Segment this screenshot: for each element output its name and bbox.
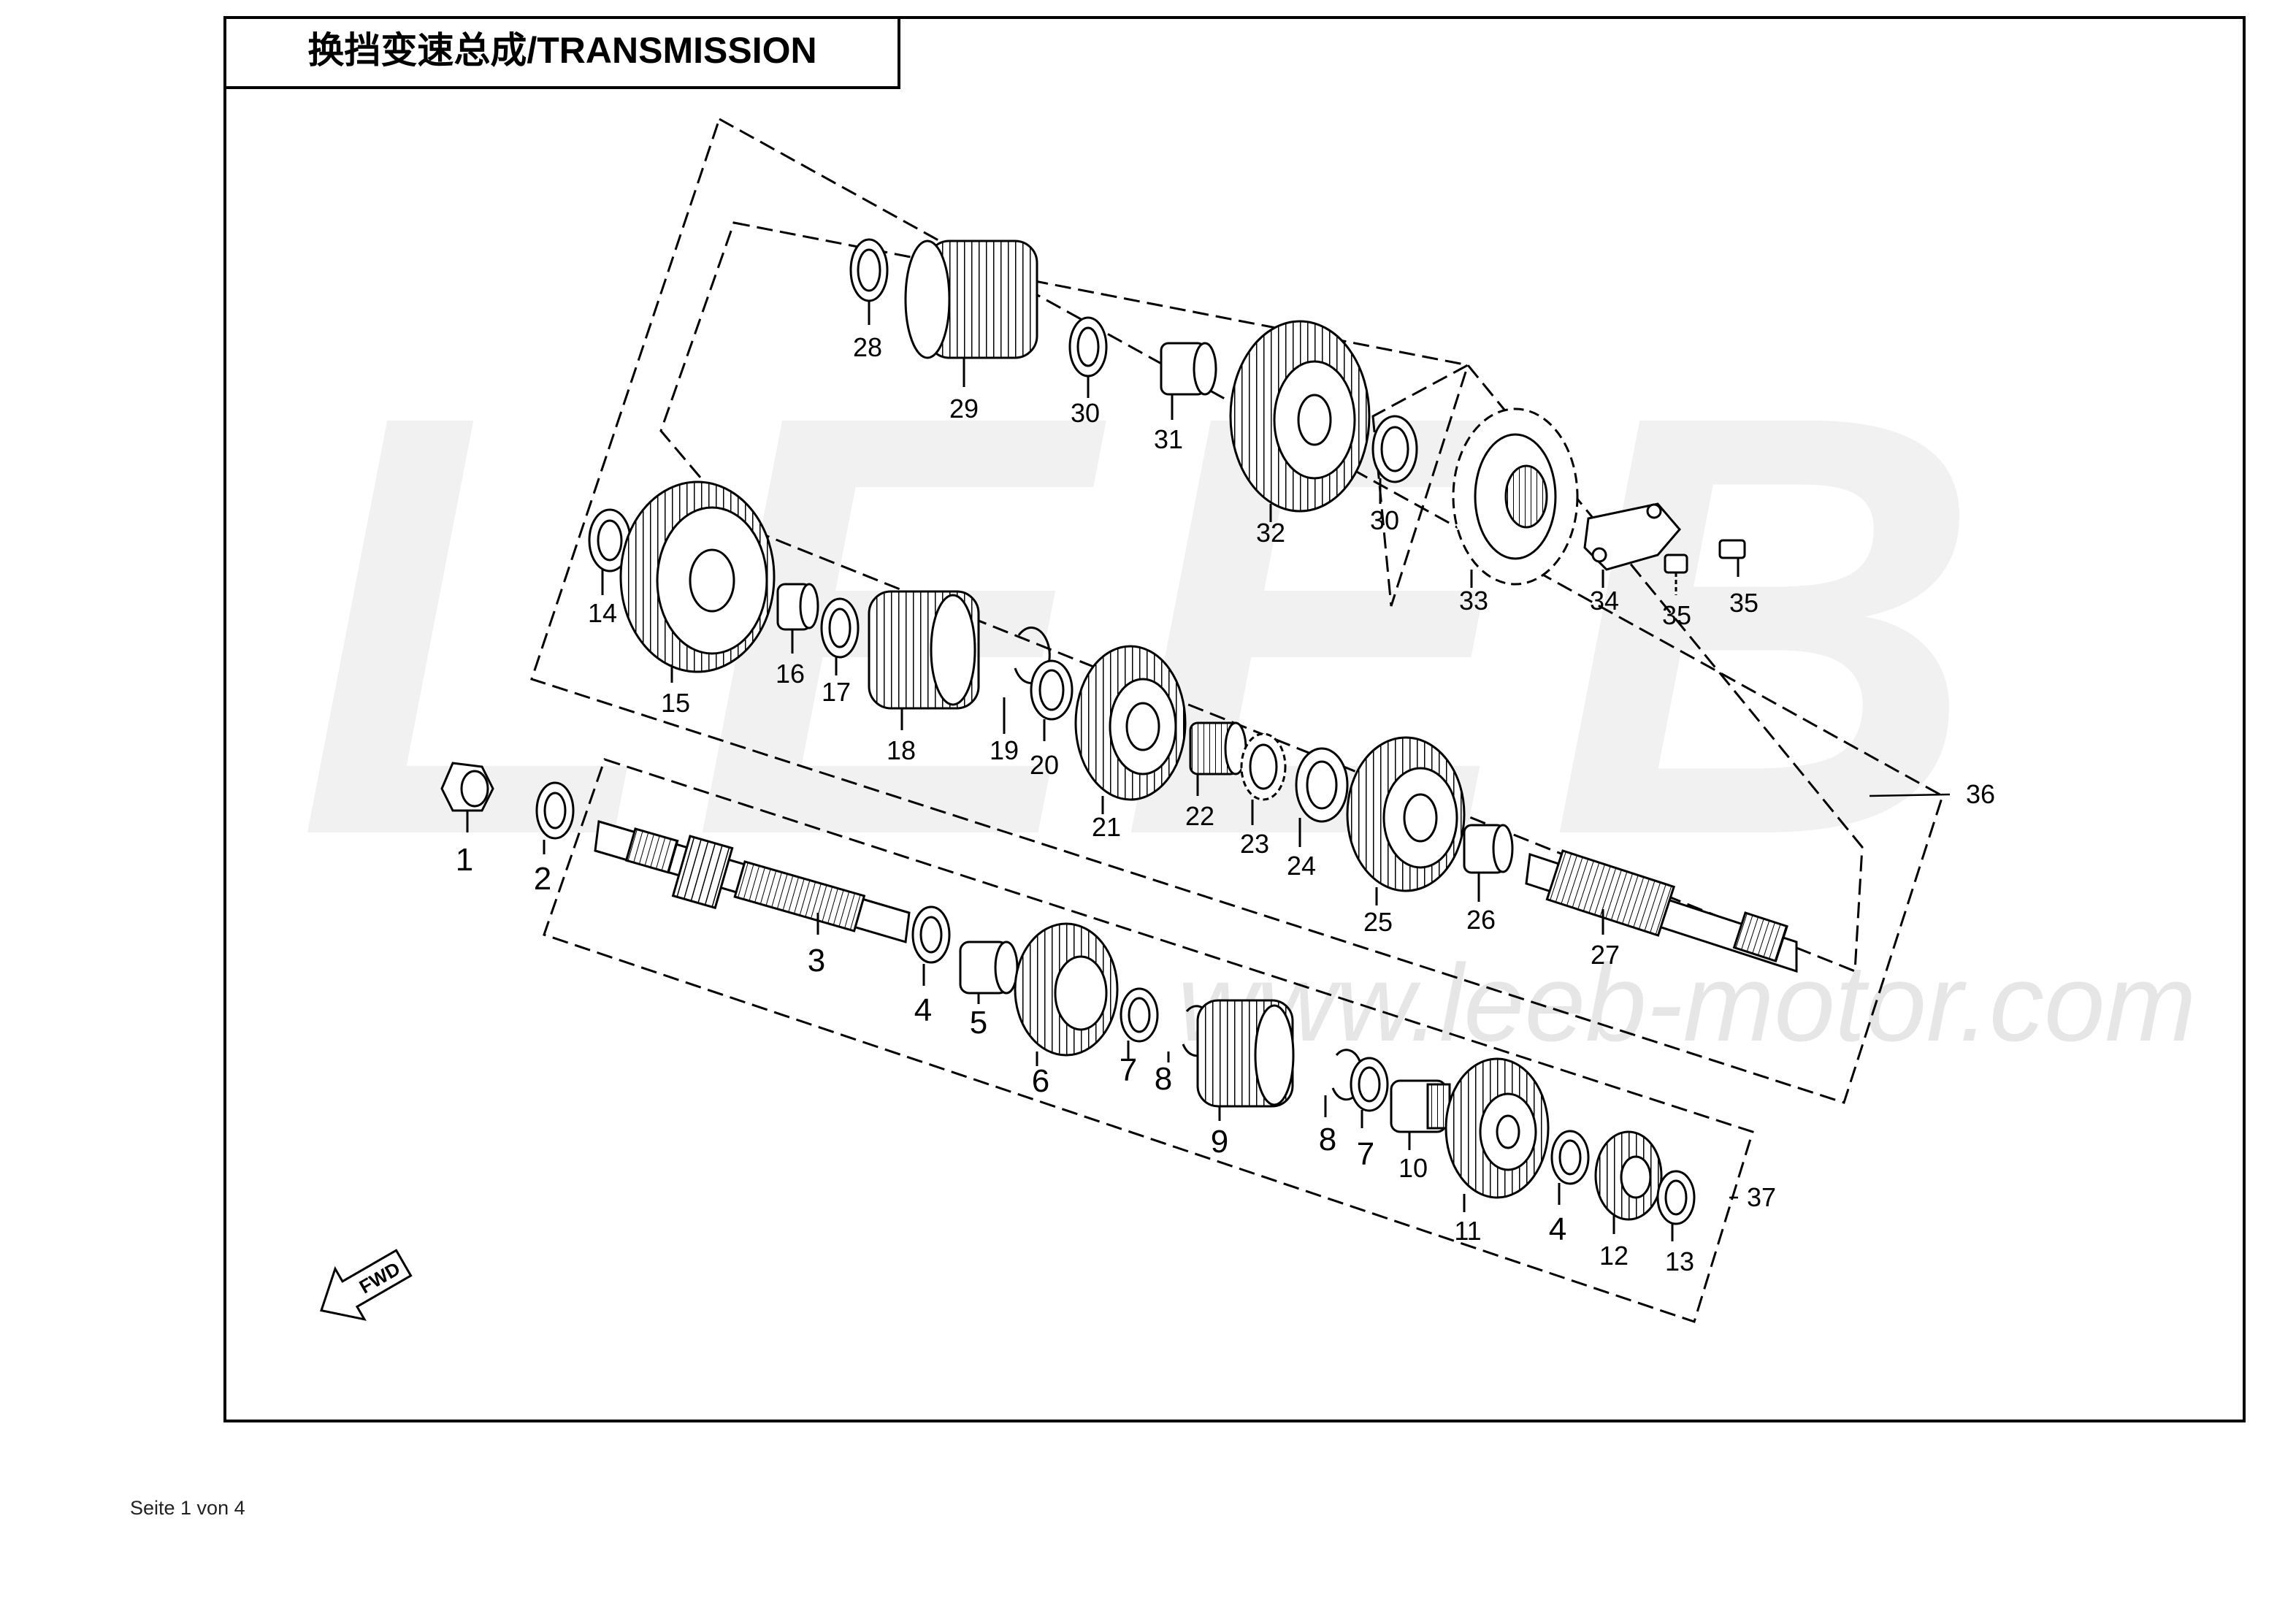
fwd-arrow-icon: FWD: [320, 1249, 413, 1321]
callout-22: 22: [1185, 801, 1214, 831]
callout-6: 6: [1032, 1063, 1049, 1099]
callout-5: 5: [970, 1005, 987, 1041]
callout-33: 33: [1459, 586, 1488, 616]
watermark-website: www.leeb-motor.com: [1178, 941, 2197, 1064]
callout-11: 11: [1454, 1216, 1481, 1246]
callout-18: 18: [887, 735, 916, 765]
callout-13: 13: [1665, 1246, 1694, 1276]
callout-12: 12: [1599, 1241, 1629, 1271]
callout-15: 15: [661, 688, 690, 718]
diagram-title: 换挡变速总成/TRANSMISSION: [307, 30, 816, 71]
callout-32: 32: [1256, 518, 1285, 548]
callout-4: 4: [1549, 1211, 1566, 1247]
part-35-bolt-2: [1718, 539, 1746, 559]
callout-30: 30: [1370, 505, 1399, 535]
title-box: [223, 16, 900, 89]
callout-26: 26: [1466, 905, 1496, 935]
callout-27: 27: [1591, 940, 1620, 970]
page-footer: Seite 1 von 4: [130, 1497, 245, 1519]
callout-7: 7: [1357, 1136, 1374, 1172]
callout-4: 4: [914, 992, 932, 1028]
leader-lines: [1729, 793, 1951, 1199]
callout-16: 16: [776, 659, 805, 689]
callout-19: 19: [990, 735, 1019, 765]
callout-34: 34: [1590, 586, 1619, 616]
callout-28: 28: [853, 332, 882, 362]
callout-35: 35: [1662, 600, 1691, 630]
lower-shaft-components: [440, 762, 1696, 1241]
upper-sub-assembly: [849, 238, 1746, 595]
diagram-frame: [223, 16, 2246, 1422]
callout-8: 8: [1155, 1061, 1172, 1097]
callout-37: 37: [1747, 1182, 1776, 1212]
callout-31: 31: [1154, 424, 1183, 454]
callout-20: 20: [1030, 750, 1059, 780]
assembly-36-box: [530, 117, 1944, 1104]
callout-36: 36: [1966, 779, 1995, 809]
callout-7: 7: [1120, 1052, 1137, 1088]
watermark-brand: LEEB: [297, 291, 2011, 960]
callout-25: 25: [1363, 907, 1393, 937]
callout-23: 23: [1240, 829, 1269, 859]
output-shaft-box: [659, 221, 1864, 973]
callout-35: 35: [1729, 588, 1759, 618]
callout-1: 1: [456, 842, 473, 878]
callout-14: 14: [588, 598, 617, 628]
callout-10: 10: [1398, 1153, 1428, 1183]
sprocket-subgroup-box: [1371, 362, 1470, 607]
callout-30: 30: [1071, 398, 1100, 428]
callout-9: 9: [1211, 1124, 1228, 1160]
callout-3: 3: [808, 943, 825, 978]
callout-2: 2: [534, 861, 551, 897]
part-35-bolt: [1664, 554, 1688, 574]
callout-17: 17: [822, 677, 851, 707]
callout-24: 24: [1287, 851, 1316, 881]
callout-29: 29: [949, 394, 979, 424]
assembly-37-box: [543, 758, 1754, 1323]
group-boxes: [530, 117, 1944, 1323]
callout-8: 8: [1319, 1122, 1336, 1157]
callout-21: 21: [1092, 812, 1121, 842]
middle-shaft-components: [588, 480, 1798, 973]
part-34-plate: [1583, 502, 1681, 571]
